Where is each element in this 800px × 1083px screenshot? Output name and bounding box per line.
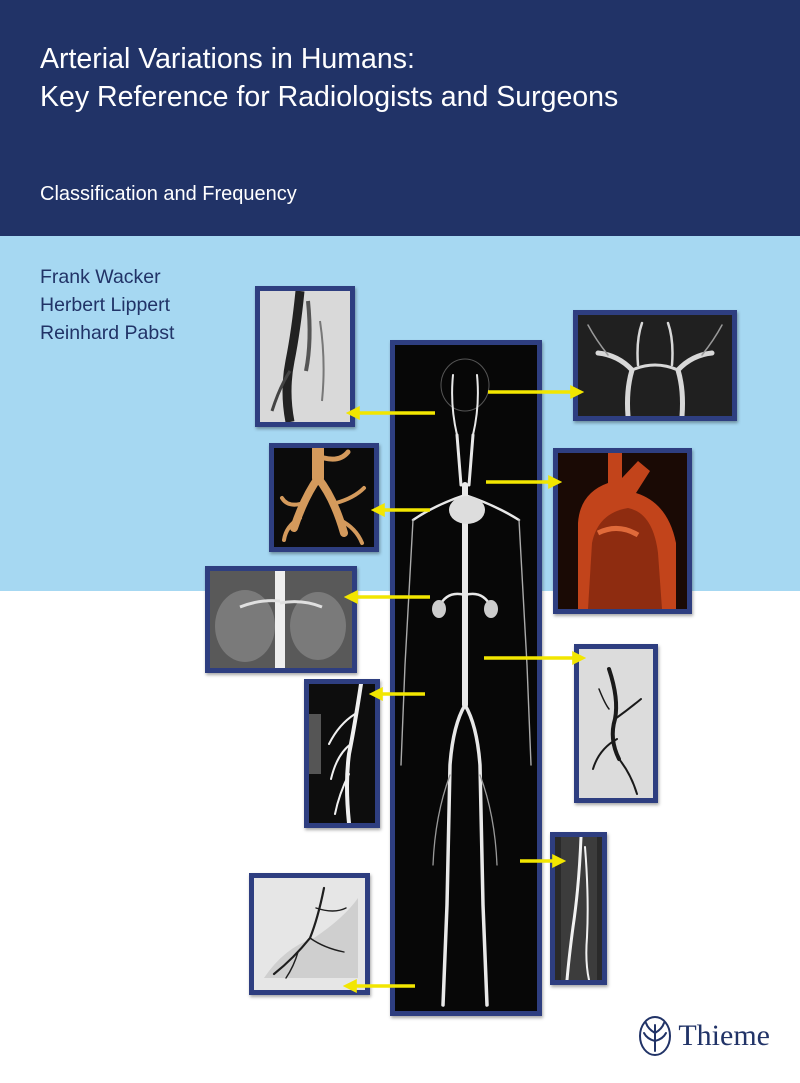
cerebral-angiogram [573, 310, 737, 421]
lower-leg-angiogram [550, 832, 607, 985]
author-2: Herbert Lippert [40, 294, 171, 316]
pelvic-angiogram-image [579, 649, 653, 798]
lower-leg-angiogram-image [555, 837, 602, 980]
neck-angiogram [255, 286, 355, 427]
full-body-angiogram [390, 340, 542, 1016]
abdominal-ct-angiogram [205, 566, 357, 673]
abdominal-ct-angiogram-image [210, 571, 352, 668]
bronchial-tree-3d-image [274, 448, 374, 547]
book-title: Arterial Variations in Humans: Key Refer… [40, 40, 618, 116]
author-list: Frank Wacker Herbert Lippert Reinhard Pa… [40, 263, 174, 347]
title-band [0, 0, 800, 236]
thieme-tree-icon [639, 1016, 672, 1056]
bronchial-tree-3d [269, 443, 379, 552]
foot-angiogram-image [254, 878, 365, 990]
thigh-angiogram-image [309, 684, 375, 823]
aortic-arch-3d [553, 448, 692, 614]
neck-angiogram-image [260, 291, 350, 422]
title-line-1: Arterial Variations in Humans: [40, 43, 415, 75]
aortic-arch-3d-image [558, 453, 687, 609]
full-body-angiogram-image [395, 345, 537, 1011]
foot-angiogram [249, 873, 370, 995]
title-line-2: Key Reference for Radiologists and Surge… [40, 81, 619, 113]
author-3: Reinhard Pabst [40, 322, 175, 344]
thigh-angiogram [304, 679, 380, 828]
pelvic-angiogram [574, 644, 658, 803]
publisher-logo: Thieme [638, 1014, 770, 1058]
author-1: Frank Wacker [40, 266, 161, 288]
publisher-name: Thieme [678, 1019, 770, 1052]
cerebral-angiogram-image [578, 315, 732, 416]
book-subtitle: Classification and Frequency [40, 183, 297, 205]
